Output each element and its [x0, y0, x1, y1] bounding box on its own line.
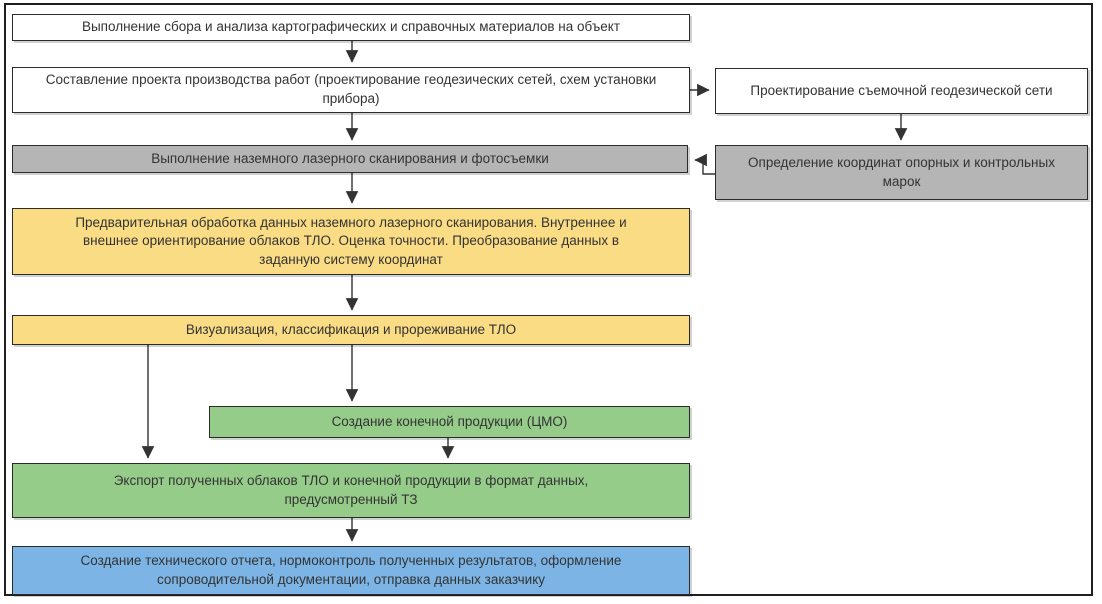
node-work-project-plan: Составление проекта производства работ (…: [12, 67, 690, 113]
node-laser-scanning: Выполнение наземного лазерного сканирова…: [12, 145, 688, 173]
node-final-product-creation: Создание конечной продукции (ЦМО): [209, 406, 690, 438]
node-export-data: Экспорт полученных облаков ТЛО и конечно…: [12, 463, 690, 518]
node-data-preprocessing: Предварительная обработка данных наземно…: [12, 208, 690, 275]
node-visualization-classification: Визуализация, классификация и прореживан…: [12, 315, 690, 345]
node-collect-materials: Выполнение сбора и анализа картографичес…: [12, 14, 690, 41]
node-technical-report: Создание технического отчета, нормоконтр…: [12, 546, 690, 595]
outer-frame: [4, 3, 1093, 596]
node-control-marks-coords: Определение координат опорных и контроль…: [715, 145, 1088, 200]
node-survey-network-design: Проектирование съемочной геодезической с…: [715, 68, 1088, 114]
